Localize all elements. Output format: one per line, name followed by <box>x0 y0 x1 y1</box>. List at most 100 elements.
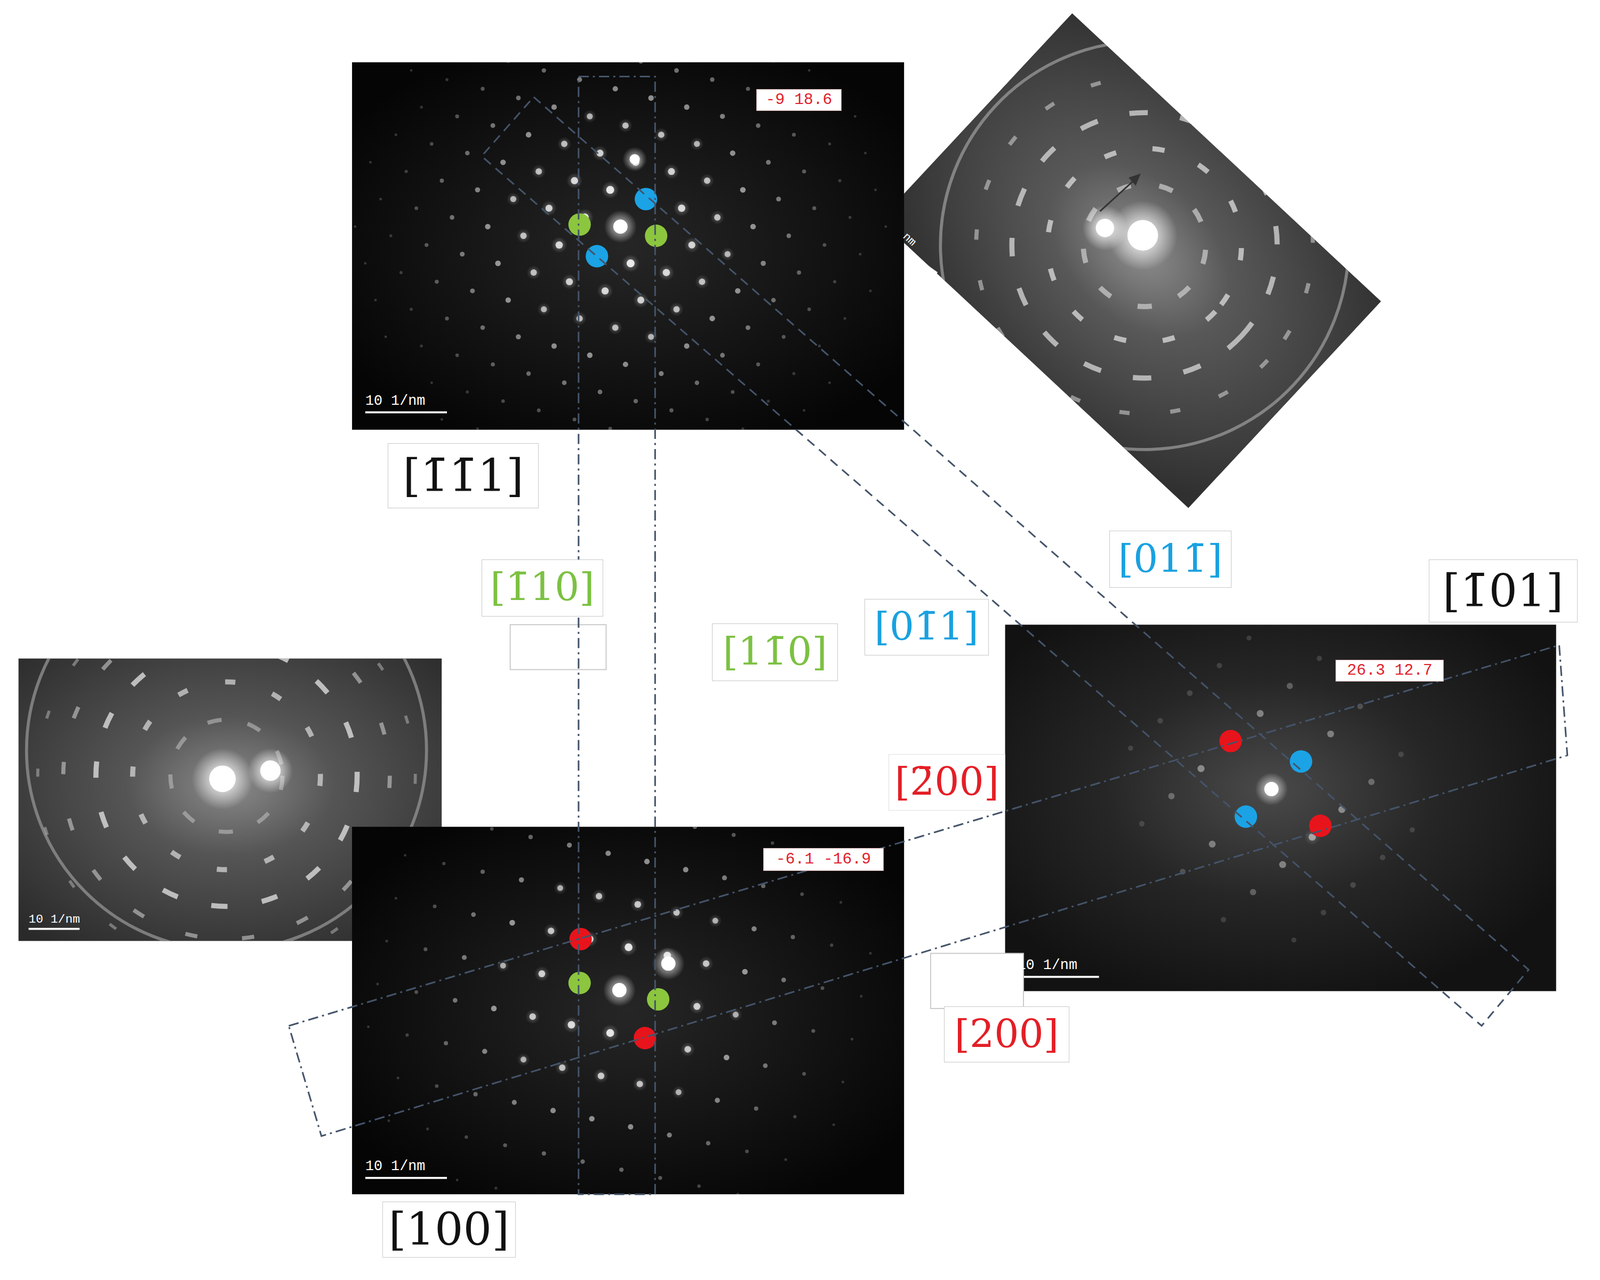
diffraction-spot <box>551 104 557 110</box>
diffraction-spot <box>730 150 736 156</box>
spot-lattice <box>1128 635 1415 943</box>
diffraction-spot <box>755 123 760 128</box>
diffraction-spot <box>612 85 619 92</box>
label-text: [1̄10] <box>490 566 595 610</box>
label-text: -6.1 -16.9 <box>776 850 871 869</box>
diffraction-spot <box>626 259 635 268</box>
diffraction-spot <box>663 163 679 180</box>
diffraction-spot <box>553 881 567 895</box>
scale-bar <box>911 254 938 274</box>
diffraction-spot <box>1256 709 1264 717</box>
diffraction-spot <box>537 408 541 413</box>
zone-axis-label: [1̄1̄1] <box>387 443 539 509</box>
diffraction-spot <box>648 333 654 340</box>
diffraction-spot <box>473 1092 478 1097</box>
diffraction-spot <box>480 86 485 91</box>
diffraction-spot <box>796 270 802 275</box>
coordinate-tag: 26.3 12.7 <box>1335 659 1444 682</box>
diffraction-spot <box>884 225 887 228</box>
diffraction-spot <box>869 952 872 955</box>
diffraction-spot <box>838 179 842 183</box>
diffraction-spot <box>572 417 577 422</box>
diffraction-spot <box>661 956 676 971</box>
diffraction-spot <box>858 252 862 256</box>
diffraction-spot <box>601 287 610 295</box>
label-text: [100] <box>388 1204 510 1255</box>
diffraction-spot <box>494 1186 498 1190</box>
diffraction-spot <box>405 1033 409 1037</box>
diffraction-spot <box>1398 751 1404 757</box>
diffraction-spot <box>592 889 607 904</box>
diffraction-spot <box>772 1020 778 1026</box>
diffraction-spot <box>721 247 735 261</box>
scale-bar <box>1017 976 1100 979</box>
diffraction-spot <box>674 68 679 74</box>
diffraction-spot <box>394 133 398 136</box>
diffraction-spot <box>582 109 597 124</box>
diffraction-spot <box>516 95 522 101</box>
diffraction-spot <box>494 260 501 267</box>
diffraction-spot <box>776 196 781 202</box>
label-text: [2̄00] <box>894 761 999 804</box>
diffraction-spot <box>731 833 736 837</box>
diffraction-spot <box>802 169 806 174</box>
diffraction-spot <box>1291 937 1296 943</box>
diffraction-spot <box>566 842 572 848</box>
diffraction-spot <box>525 131 532 138</box>
scale-label: 10 1/nm <box>28 913 80 926</box>
diffraction-spot <box>843 317 847 320</box>
diffraction-spot <box>440 178 445 183</box>
diffraction-spot <box>1368 778 1375 786</box>
diffraction-spot <box>426 1127 429 1131</box>
diffraction-spot <box>648 95 654 101</box>
diffraction-spot <box>410 69 413 72</box>
diffraction-spot <box>604 210 637 243</box>
diffraction-spot <box>618 118 633 133</box>
diffraction-spot <box>597 1072 605 1080</box>
diffraction-spot <box>684 1045 691 1053</box>
diffraction-spot <box>603 973 636 1007</box>
diffraction-spot <box>409 307 413 311</box>
diffraction-spot <box>516 1052 530 1066</box>
diffraction-spot <box>565 278 573 286</box>
diffraction-spot <box>520 232 527 239</box>
diffraction-spot <box>389 234 393 238</box>
diffraction-spot <box>550 1107 556 1114</box>
diffraction-spot <box>652 947 685 980</box>
diffraction-spot <box>712 917 719 924</box>
diffraction-spot <box>740 187 747 194</box>
diffraction-spot <box>442 861 446 866</box>
diffraction-spot <box>566 172 583 189</box>
diffraction-spot <box>541 68 547 73</box>
diffraction-spot <box>710 210 725 225</box>
diffraction-spot <box>592 145 608 162</box>
diffraction-spot <box>1379 854 1386 860</box>
diffraction-spot <box>828 142 832 146</box>
diffraction-spot <box>587 352 593 358</box>
diffraction-spot <box>1216 662 1222 669</box>
diffraction-spot <box>634 900 642 908</box>
diffraction-spot <box>841 1080 845 1084</box>
diffraction-spot <box>698 956 714 971</box>
label-text: [1̄01] <box>1442 566 1564 616</box>
diffraction-spot <box>760 260 766 267</box>
diffraction-spot <box>419 105 423 109</box>
diffraction-spot <box>424 243 429 247</box>
direction-label: [200] <box>944 1006 1070 1063</box>
diffraction-spot <box>790 934 796 940</box>
diffraction-spot <box>376 982 379 986</box>
label-text: [200] <box>954 1013 1059 1056</box>
diffraction-spot <box>677 204 686 213</box>
diffraction-spot <box>706 1140 711 1146</box>
diffraction-spot <box>720 353 725 358</box>
diffraction-spot <box>384 335 388 339</box>
diffraction-spot <box>597 389 603 395</box>
diffraction-spot <box>622 361 629 367</box>
diffraction-spot <box>658 264 675 281</box>
diffraction-spot <box>613 219 628 234</box>
diffraction-spot <box>741 427 744 430</box>
diffraction-spot <box>720 113 726 119</box>
diffraction-spot <box>680 1042 695 1057</box>
diffraction-spot <box>423 947 428 951</box>
diffraction-spot <box>509 920 516 926</box>
